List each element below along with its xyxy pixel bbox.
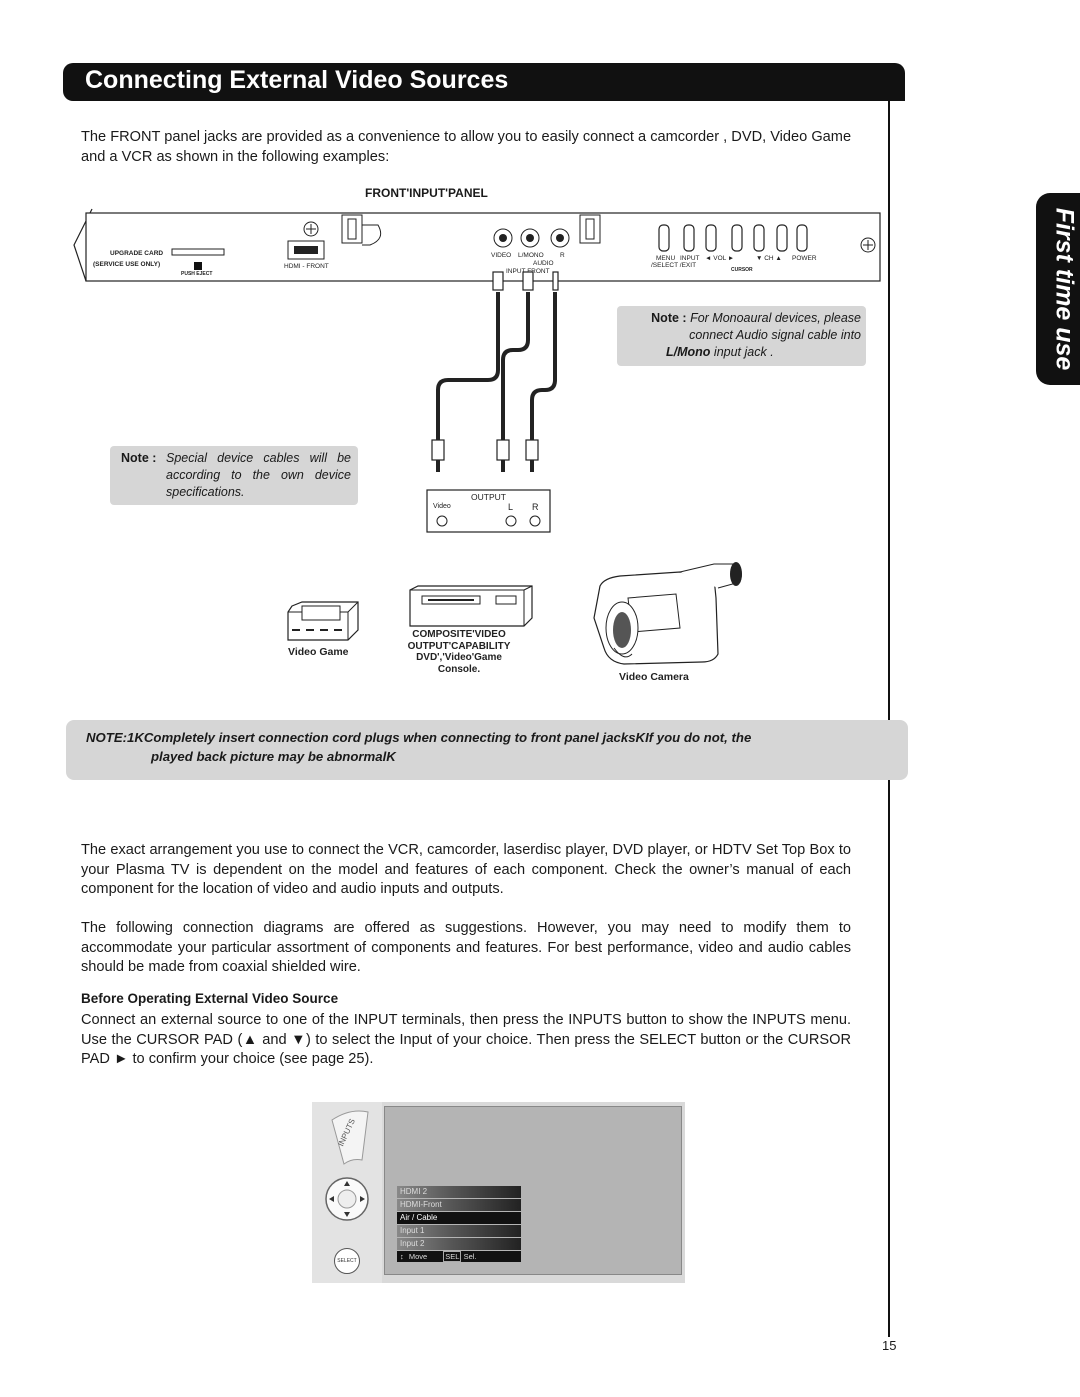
composite-line-4: Console. [437, 663, 481, 675]
inputs-button[interactable] [322, 1106, 376, 1170]
upgrade-card-label: UPGRADE CARD [110, 250, 164, 257]
note-mono-text: For Monoaural devices, please connect Au… [689, 311, 861, 342]
note-cables-box: Note : Special device cables will be acc… [110, 446, 358, 505]
tv-screen: HDMI 2 HDMI-Front Air / Cable Input 1 In… [384, 1106, 682, 1275]
push-eject-label: PUSH EJECT [181, 271, 213, 277]
note-1-line-2: played back picture may be abnormalK [151, 749, 396, 764]
select-button[interactable]: SELECT [334, 1248, 360, 1274]
cable-diagram [426, 271, 559, 533]
menu-item-input-2[interactable]: Input 2 [397, 1238, 521, 1250]
video-camera-icon [593, 562, 742, 665]
menu-footer: ↕ Move SEL Sel. [397, 1251, 521, 1262]
jack-lmono-label: L/MONO [518, 252, 544, 259]
composite-line-3: DVD','Video'Game [416, 652, 502, 663]
output-l-label: L [508, 502, 514, 512]
output-r-label: R [532, 502, 539, 512]
output-label: OUTPUT [471, 492, 506, 502]
jack-r-label: R [560, 252, 565, 259]
note-mono-box: Note : For Monoaural devices, please con… [617, 306, 866, 366]
suggestions-paragraph: The following connection diagrams are of… [81, 920, 851, 975]
intro-paragraph: The FRONT panel jacks are provided as a … [81, 129, 852, 165]
side-tab: First time use [1036, 193, 1080, 385]
menu-footer-move: Move [408, 1252, 428, 1261]
page-title: Connecting External Video Sources [85, 66, 509, 94]
service-use-label: (SERVICE USE ONLY) [93, 261, 161, 268]
vol-label: ◄ VOL ► [705, 255, 735, 262]
note-mono-tail: input jack . [713, 345, 774, 359]
menu-button-label: MENU [656, 255, 676, 262]
video-game-label: Video Game [288, 646, 349, 658]
note-1-line-1: NOTE:1KCompletely insert connection cord… [86, 730, 752, 745]
note-cables-label: Note : [121, 451, 157, 465]
menu-item-input-1[interactable]: Input 1 [397, 1225, 521, 1237]
note-1-box: NOTE:1KCompletely insert connection cord… [66, 720, 908, 780]
front-panel-drawing [73, 208, 881, 282]
jack-video-label: VIDEO [491, 252, 512, 259]
menu-footer-sel-key: SEL [443, 1251, 462, 1262]
cursor-label: CURSOR [731, 267, 753, 273]
inputs-illustration: INPUTS SELECT HDMI 2 HDMI-Front Air / Ca… [312, 1102, 685, 1283]
select-button-label: SELECT [337, 1258, 357, 1264]
cursor-pad[interactable] [324, 1176, 370, 1222]
page-number: 15 [882, 1338, 897, 1353]
output-video-label: Video [433, 503, 451, 510]
menu-item-hdmi-front[interactable]: HDMI-Front [397, 1199, 521, 1211]
input-button-label: INPUT [680, 255, 700, 262]
arrangement-paragraph: The exact arrangement you use to connect… [81, 842, 851, 897]
side-tab-label: First time use [1050, 207, 1079, 371]
composite-line-1: COMPOSITE'VIDEO [412, 629, 506, 640]
panel-title: FRONT'INPUT'PANEL [365, 186, 488, 200]
note-mono-bold: L/Mono [666, 345, 711, 359]
select-exit-label: /SELECT /EXIT [651, 262, 697, 269]
power-label: POWER [792, 255, 817, 262]
composite-line-2: OUTPUT'CAPABILITY [407, 640, 511, 652]
title-bar: Connecting External Video Sources [63, 63, 905, 101]
up-down-icon: ↕ [400, 1252, 404, 1261]
note-mono-label: Note : [651, 311, 687, 325]
dvd-player-icon [409, 585, 533, 627]
note-cables-text: Special device cables will be according … [166, 451, 351, 499]
menu-item-hdmi-2[interactable]: HDMI 2 [397, 1186, 521, 1198]
right-margin-rule [888, 100, 890, 1337]
ch-label: ▼ CH ▲ [756, 255, 782, 262]
jack-audio-label: AUDIO [533, 260, 554, 267]
video-camera-label: Video Camera [619, 671, 689, 683]
video-game-icon [287, 601, 359, 641]
hdmi-front-label: HDMI - FRONT [284, 263, 329, 270]
remote-panel: INPUTS SELECT [312, 1102, 382, 1283]
section-body: Connect an external source to one of the… [81, 1012, 851, 1067]
menu-item-air-cable[interactable]: Air / Cable [397, 1212, 521, 1224]
menu-footer-sel: Sel. [463, 1252, 477, 1261]
section-heading: Before Operating External Video Source [81, 991, 339, 1006]
